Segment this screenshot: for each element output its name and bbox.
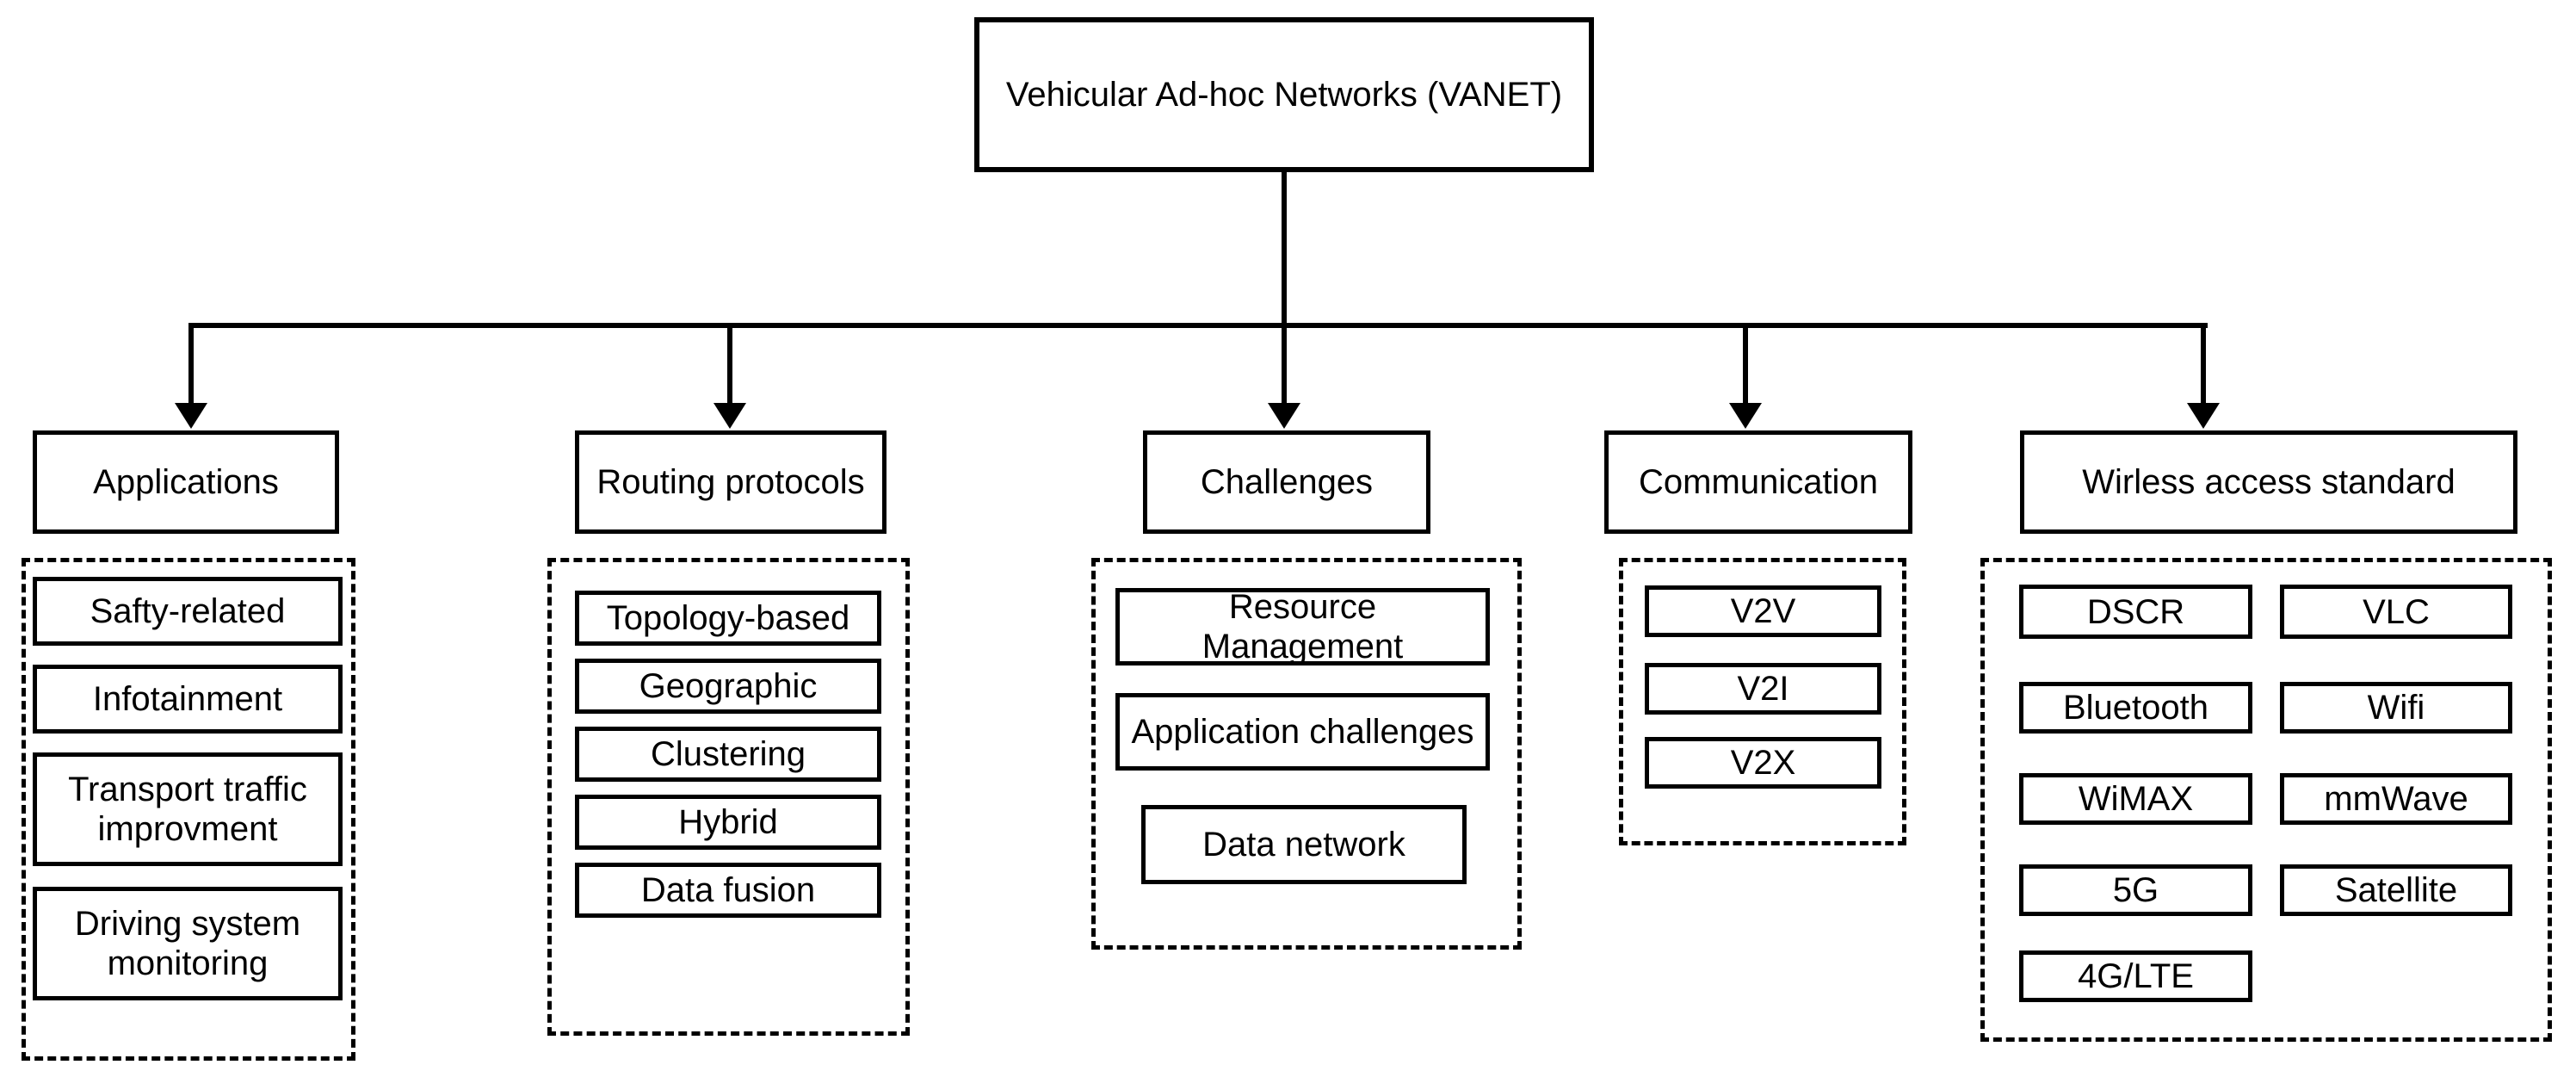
- branch-distribution-line: [188, 323, 2208, 328]
- leaf-label: Application challenges: [1131, 713, 1474, 751]
- branch-label: Wirless access standard: [2082, 463, 2456, 501]
- node-routing-protocols: Routing protocols: [575, 430, 886, 534]
- node-data-fusion: Data fusion: [575, 863, 881, 918]
- leaf-label: Hybrid: [678, 803, 778, 841]
- node-geographic: Geographic: [575, 659, 881, 714]
- node-satellite: Satellite: [2280, 864, 2512, 916]
- leaf-label: V2I: [1737, 670, 1789, 708]
- arrow-down-icon: [1729, 403, 1762, 429]
- branch-line-wireless-access-standard: [2201, 325, 2206, 405]
- leaf-label: Clustering: [650, 735, 806, 773]
- node-challenges: Challenges: [1143, 430, 1430, 534]
- node-clustering: Clustering: [575, 727, 881, 782]
- leaf-label: VLC: [2363, 592, 2430, 631]
- branch-label: Applications: [93, 463, 279, 501]
- leaf-label: Topology-based: [606, 599, 850, 637]
- group-challenges: [1091, 558, 1522, 950]
- leaf-label: 5G: [2112, 871, 2159, 909]
- leaf-label: Data network: [1202, 826, 1405, 864]
- node-data-network: Data network: [1141, 805, 1467, 884]
- branch-line-challenges: [1282, 325, 1287, 405]
- leaf-label: 4G/LTE: [2078, 957, 2194, 995]
- root-connector-line: [1282, 172, 1287, 327]
- leaf-label: Geographic: [639, 667, 818, 705]
- node-communication: Communication: [1604, 430, 1912, 534]
- group-communication: [1619, 558, 1906, 845]
- arrow-down-icon: [713, 403, 746, 429]
- branch-label: Communication: [1639, 463, 1878, 501]
- node-transport-traffic-improvment: Transport traffic improvment: [33, 752, 343, 866]
- group-routing-protocols: [547, 558, 910, 1036]
- branch-line-routing-protocols: [727, 325, 732, 405]
- leaf-label: Data fusion: [640, 871, 816, 909]
- node-vanet-root: Vehicular Ad-hoc Networks (VANET): [974, 17, 1594, 172]
- leaf-label: Bluetooth: [2062, 689, 2209, 727]
- node-wifi: Wifi: [2280, 682, 2512, 734]
- root-label: Vehicular Ad-hoc Networks (VANET): [1005, 76, 1563, 114]
- node-v2v: V2V: [1645, 585, 1881, 637]
- branch-label: Routing protocols: [596, 463, 865, 501]
- group-wireless-access-standard: [1980, 558, 2552, 1042]
- leaf-label: mmWave: [2324, 780, 2468, 818]
- node-infotainment: Infotainment: [33, 665, 343, 734]
- branch-line-communication: [1743, 325, 1748, 405]
- node-applications: Applications: [33, 430, 339, 534]
- node-wireless-access-standard: Wirless access standard: [2020, 430, 2517, 534]
- node-driving-system-monitoring: Driving system monitoring: [33, 887, 343, 1000]
- node-vlc: VLC: [2280, 585, 2512, 639]
- leaf-label: WiMAX: [2078, 780, 2194, 818]
- leaf-label: V2X: [1730, 744, 1796, 782]
- node-bluetooth: Bluetooth: [2019, 682, 2252, 734]
- node-wimax: WiMAX: [2019, 773, 2252, 825]
- leaf-label: Safty-related: [90, 592, 286, 630]
- node-hybrid: Hybrid: [575, 795, 881, 850]
- node-mmwave: mmWave: [2280, 773, 2512, 825]
- leaf-label: V2V: [1730, 592, 1796, 630]
- node-resource-management: Resource Management: [1115, 588, 1490, 666]
- node-application-challenges: Application challenges: [1115, 693, 1490, 771]
- arrow-down-icon: [175, 403, 207, 429]
- node-4g-lte: 4G/LTE: [2019, 950, 2252, 1002]
- branch-line-applications: [188, 325, 194, 405]
- leaf-label: Transport traffic improvment: [68, 771, 307, 848]
- leaf-label: Satellite: [2334, 871, 2458, 909]
- leaf-label: Infotainment: [92, 680, 283, 718]
- branch-label: Challenges: [1200, 463, 1374, 501]
- node-topology-based: Topology-based: [575, 591, 881, 646]
- leaf-label: Wifi: [2367, 689, 2425, 727]
- node-v2x: V2X: [1645, 737, 1881, 789]
- arrow-down-icon: [1268, 403, 1300, 429]
- leaf-label: Driving system monitoring: [74, 905, 301, 982]
- node-v2i: V2I: [1645, 663, 1881, 715]
- node-dscr: DSCR: [2019, 585, 2252, 639]
- leaf-label: Resource Management: [1202, 588, 1404, 666]
- node-5g: 5G: [2019, 864, 2252, 916]
- leaf-label: DSCR: [2086, 592, 2185, 631]
- node-safty-related: Safty-related: [33, 577, 343, 646]
- arrow-down-icon: [2187, 403, 2220, 429]
- group-applications: [22, 558, 355, 1061]
